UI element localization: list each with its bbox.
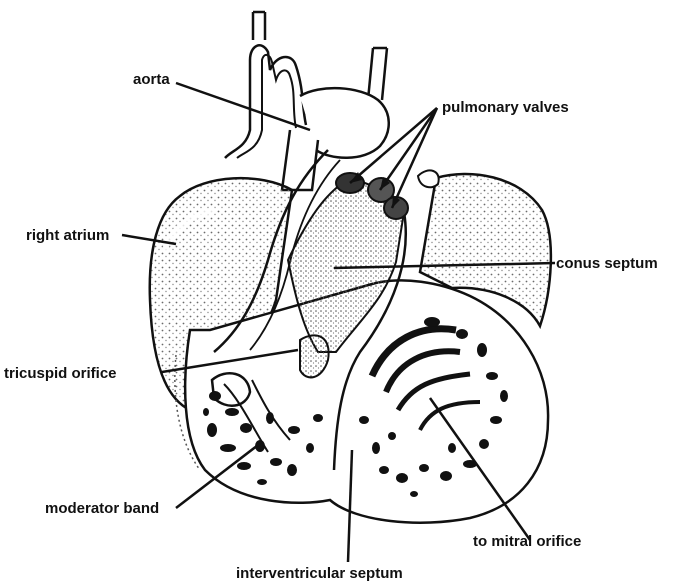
label-right-atrium: right atrium — [26, 227, 109, 244]
leader-aorta — [176, 83, 310, 130]
label-conus-septum: conus septum — [556, 255, 658, 272]
aorta-trunk — [282, 130, 318, 190]
label-moderator-band: moderator band — [45, 500, 159, 517]
label-tricuspid-orifice: tricuspid orifice — [4, 365, 117, 382]
label-to-mitral-orifice: to mitral orifice — [473, 533, 581, 550]
aortic-arch — [300, 88, 389, 158]
vessel-stub-top — [253, 12, 265, 40]
label-aorta: aorta — [133, 71, 170, 88]
right-vessel-stub — [368, 48, 387, 100]
label-pulmonary-valves: pulmonary valves — [442, 99, 569, 116]
label-interventricular-septum: interventricular septum — [236, 565, 403, 582]
leader-pulmonary-3 — [392, 108, 437, 208]
